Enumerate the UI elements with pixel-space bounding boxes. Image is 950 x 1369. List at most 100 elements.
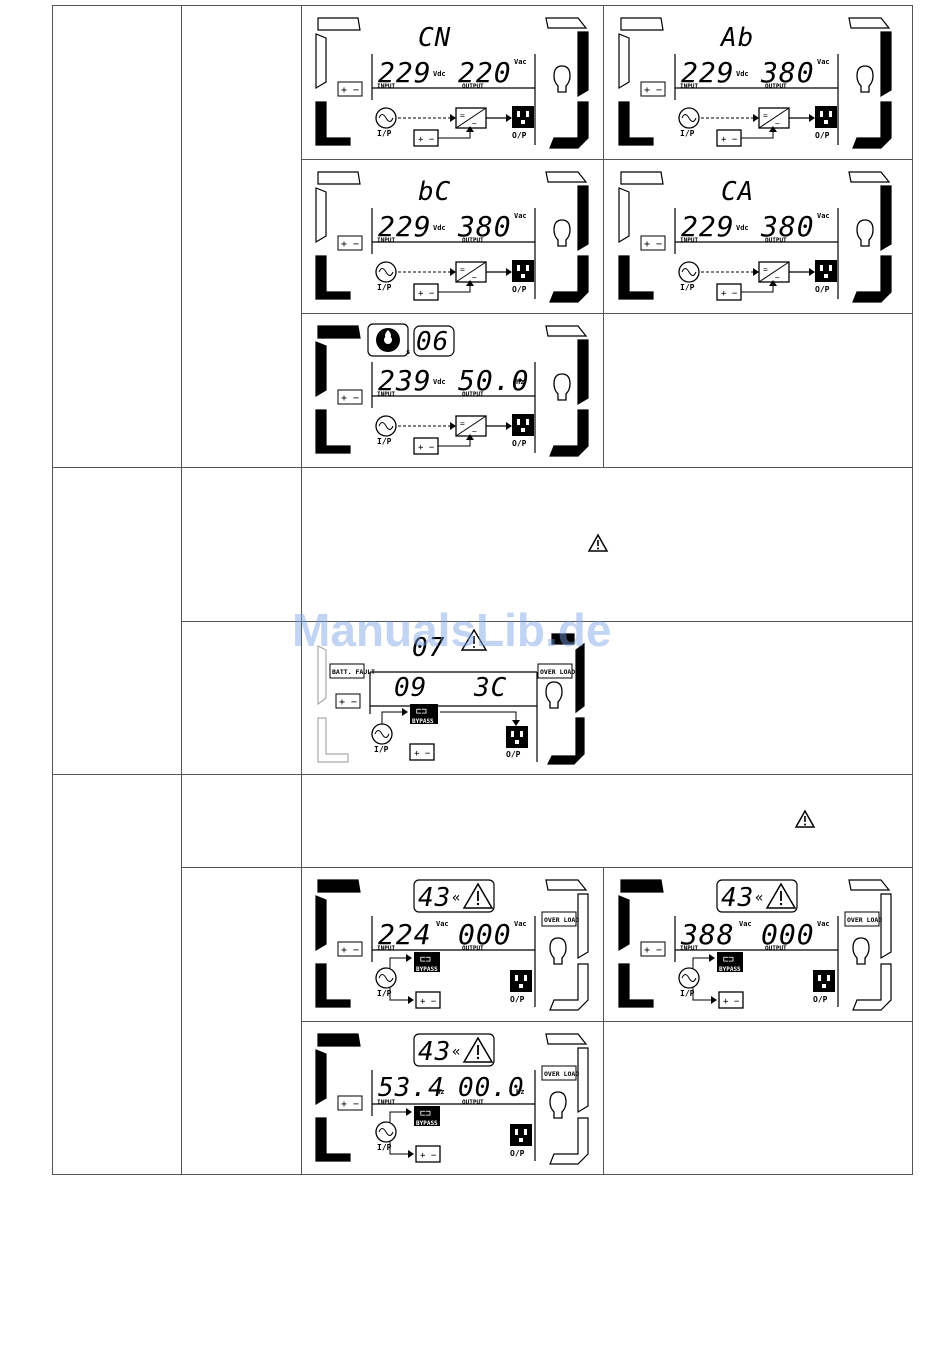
input-label: INPUT bbox=[680, 237, 698, 244]
output-unit: Vac bbox=[514, 58, 527, 66]
svg-text:=: = bbox=[460, 265, 465, 274]
output-value: 220 bbox=[458, 56, 512, 89]
output-value: 000 bbox=[458, 918, 512, 951]
output-label: OUTPUT bbox=[462, 83, 484, 90]
svg-text:BYPASS: BYPASS bbox=[416, 966, 438, 973]
svg-text:OVER LOAD: OVER LOAD bbox=[847, 916, 882, 924]
svg-text:O/P: O/P bbox=[813, 995, 828, 1004]
warning-triangle-icon bbox=[794, 809, 816, 828]
bulb-icon bbox=[549, 1091, 567, 1119]
output-unit: Vac bbox=[514, 920, 527, 928]
battery-icon: + − bbox=[337, 81, 363, 97]
svg-text:O/P: O/P bbox=[512, 439, 527, 448]
svg-text:s: s bbox=[406, 348, 410, 356]
panel-top-code: 43 bbox=[418, 1037, 451, 1067]
lcd-panel-ca: CA 229 Vdc 380 Vac INPUT OUTPUT + − I/P … bbox=[618, 171, 892, 303]
input-label: INPUT bbox=[377, 1099, 395, 1106]
svg-text:BYPASS: BYPASS bbox=[416, 1120, 438, 1127]
svg-text:+ −: + − bbox=[341, 239, 359, 250]
battery-icon: + − bbox=[640, 81, 666, 97]
svg-text:+ −: + − bbox=[414, 749, 431, 759]
ac-sine-icon bbox=[375, 107, 397, 129]
svg-text:O/P: O/P bbox=[510, 1149, 525, 1158]
lcd-panel-cn: CN 229 Vdc 220 Vac INPUT OUTPUT + − I/P … bbox=[315, 17, 589, 149]
battery-icon: + − bbox=[337, 941, 363, 957]
warning-triangle-icon bbox=[587, 533, 609, 552]
input-unit: Vac bbox=[436, 920, 449, 928]
svg-text:O/P: O/P bbox=[815, 285, 830, 294]
svg-text:~: ~ bbox=[472, 119, 477, 128]
batt-fault-badge: BATT. FAULT bbox=[329, 663, 375, 679]
svg-text:«: « bbox=[755, 890, 763, 906]
watermark: ManualsLib.de bbox=[292, 604, 612, 656]
input-unit: Vdc bbox=[736, 70, 749, 78]
battery-icon: + − bbox=[413, 129, 439, 147]
input-label: INPUT bbox=[377, 945, 395, 952]
warning-triangle-icon bbox=[462, 882, 494, 909]
warning-triangle-icon bbox=[460, 628, 488, 651]
panel-top-code: 06 bbox=[416, 327, 449, 357]
battery-icon: + − bbox=[409, 743, 435, 761]
svg-text:+ −: + − bbox=[644, 239, 662, 250]
svg-text:OVER LOAD: OVER LOAD bbox=[544, 1070, 579, 1078]
bulb-icon bbox=[856, 219, 874, 247]
input-value: 229 bbox=[681, 210, 735, 243]
input-label: INPUT bbox=[377, 237, 395, 244]
inverter-icon: =~ bbox=[455, 415, 487, 437]
svg-text:+ −: + − bbox=[418, 443, 435, 453]
output-label: OUTPUT bbox=[462, 1099, 484, 1106]
svg-text:I/P: I/P bbox=[680, 283, 695, 292]
bulb-icon bbox=[545, 681, 563, 709]
output-label: OUTPUT bbox=[765, 945, 787, 952]
battery-icon: + − bbox=[415, 1145, 441, 1163]
svg-text:BYPASS: BYPASS bbox=[719, 966, 741, 973]
outlet-icon bbox=[512, 414, 534, 436]
svg-text:+ −: + − bbox=[723, 997, 740, 1007]
output-label: OUTPUT bbox=[462, 391, 484, 398]
output-value: 000 bbox=[761, 918, 815, 951]
lcd-panel-s06: s 06 239 Vdc 50.0 Hz INPUT OUTPUT + − I/… bbox=[315, 323, 589, 457]
input-unit: Vdc bbox=[433, 70, 446, 78]
svg-text:+ −: + − bbox=[644, 85, 662, 96]
bulb-icon bbox=[549, 937, 567, 965]
output-label: OUTPUT bbox=[765, 237, 787, 244]
input-value: 229 bbox=[681, 56, 735, 89]
output-value: 380 bbox=[760, 210, 815, 243]
svg-text:O/P: O/P bbox=[512, 285, 527, 294]
svg-text:⊏⊐: ⊏⊐ bbox=[420, 1109, 431, 1119]
svg-text:=: = bbox=[460, 111, 465, 120]
svg-text:~: ~ bbox=[472, 427, 477, 436]
outlet-icon bbox=[813, 970, 835, 992]
input-label: INPUT bbox=[680, 83, 698, 90]
lcd-panel-warn1: 43 « OVER LOAD 224 Vac 000 Vac INPUT OUT… bbox=[315, 879, 589, 1011]
outlet-icon bbox=[815, 106, 837, 128]
battery-icon: + − bbox=[716, 129, 742, 147]
battery-icon: + − bbox=[413, 283, 439, 301]
over-load-badge: OVER LOAD bbox=[541, 1065, 579, 1081]
output-value: 00.0 bbox=[458, 1073, 525, 1103]
battery-icon: + − bbox=[337, 389, 363, 405]
svg-text:⊏⊐: ⊏⊐ bbox=[723, 955, 734, 965]
input-label: INPUT bbox=[377, 83, 395, 90]
output-label: OUTPUT bbox=[462, 237, 484, 244]
svg-text:OVER LOAD: OVER LOAD bbox=[544, 916, 579, 924]
svg-text:+ −: + − bbox=[721, 289, 738, 299]
bulb-icon bbox=[856, 65, 874, 93]
svg-text:+ −: + − bbox=[418, 289, 435, 299]
input-label: INPUT bbox=[680, 945, 698, 952]
output-unit: Hz bbox=[516, 1088, 524, 1096]
output-value: 380 bbox=[457, 210, 512, 243]
svg-text:I/P: I/P bbox=[680, 989, 695, 998]
bulb-icon bbox=[553, 373, 571, 401]
svg-text:=: = bbox=[763, 111, 768, 120]
input-unit: Vdc bbox=[433, 224, 446, 232]
outlet-icon bbox=[815, 260, 837, 282]
battery-icon: + − bbox=[718, 991, 744, 1009]
svg-text:=: = bbox=[763, 265, 768, 274]
outlet-icon bbox=[506, 726, 528, 748]
over-load-badge: OVER LOAD bbox=[541, 911, 579, 927]
fault-left-value: 09 bbox=[394, 673, 427, 703]
input-unit: Vac bbox=[739, 920, 752, 928]
svg-text:=: = bbox=[460, 419, 465, 428]
svg-text:I/P: I/P bbox=[374, 745, 389, 754]
